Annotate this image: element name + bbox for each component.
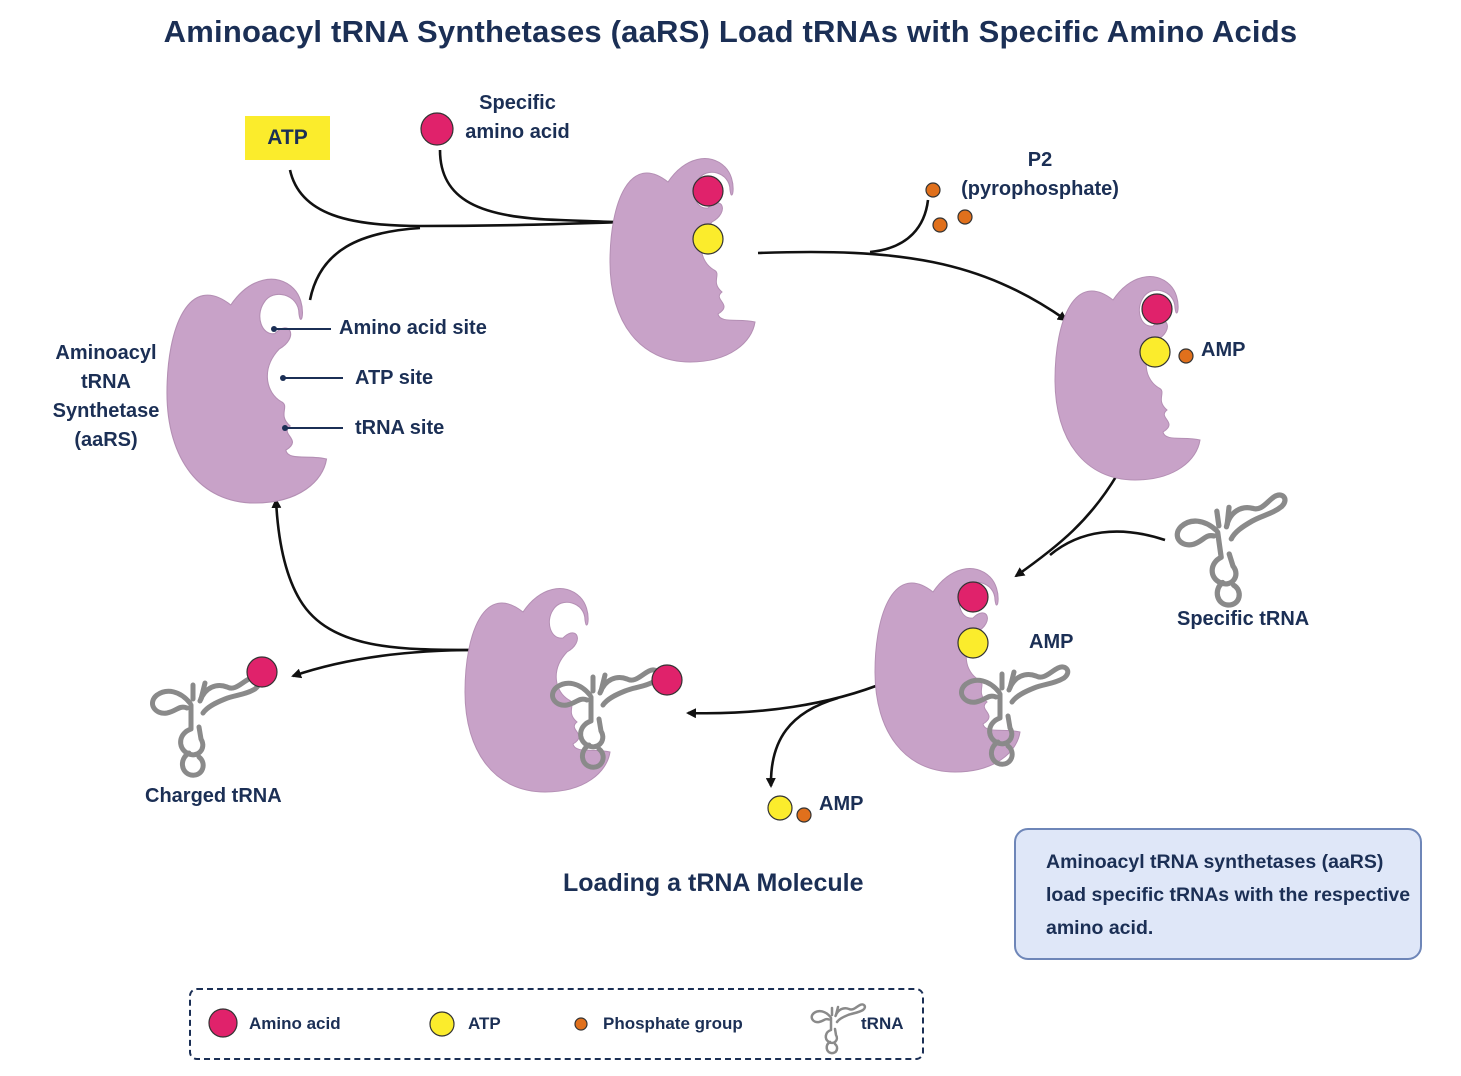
summary-note: Aminoacyl tRNA synthetases (aaRS) load s… xyxy=(1014,828,1422,960)
amino-acid-site-label: Amino acid site xyxy=(339,317,487,339)
trna-site-label: tRNA site xyxy=(355,417,445,439)
arrow-amino-acid-in xyxy=(438,149,624,227)
legend-amino-acid-dot xyxy=(208,1008,238,1038)
page-title: Aminoacyl tRNA Synthetases (aaRS) Load t… xyxy=(163,14,1298,49)
enzyme-label-line1: Aminoacyl xyxy=(55,342,157,364)
specific-trna-icon xyxy=(1174,494,1299,611)
arrow-atp-in xyxy=(288,169,623,228)
atp-site-label: ATP site xyxy=(355,367,434,389)
charged-trna-icon xyxy=(152,678,258,775)
amp-label-stage2: AMP xyxy=(1201,339,1246,361)
legend-phosphate-dot xyxy=(574,1017,588,1031)
pyrophosphate-dot-2 xyxy=(932,217,948,233)
aars-enzyme-free xyxy=(166,278,328,504)
amino-acid-input-line1: Specific xyxy=(479,92,556,114)
pyrophosphate-label: P2 (pyrophosphate) xyxy=(950,146,1130,204)
amp-released-label: AMP xyxy=(819,793,864,815)
arrow-pyrophosphate-out xyxy=(869,199,930,254)
arrow-return-to-aars xyxy=(271,498,477,652)
diagram-subtitle: Loading a tRNA Molecule xyxy=(563,869,864,897)
legend-phosphate-label: Phosphate group xyxy=(603,1014,743,1033)
aars-enzyme-stage1 xyxy=(609,158,756,363)
atp-input-box: ATP xyxy=(245,116,330,160)
legend-atp-dot xyxy=(429,1011,455,1037)
amp-atp-bound-stage2 xyxy=(1139,336,1171,368)
amp-released-atp-dot xyxy=(767,795,793,821)
amino-acid-input-label: Specific amino acid xyxy=(455,89,580,147)
amino-acid-input-line2: amino acid xyxy=(465,121,570,143)
pyrophosphate-dot-1 xyxy=(925,182,941,198)
legend-amino-acid-label: Amino acid xyxy=(249,1014,341,1033)
arrow-stage3-to-stage4 xyxy=(686,680,887,719)
legend-atp-label: ATP xyxy=(468,1014,501,1033)
atp-input-label: ATP xyxy=(267,126,308,149)
trna-site-marker xyxy=(282,425,288,431)
amino-acid-bound-stage1 xyxy=(692,175,724,207)
charged-trna-amino-acid xyxy=(246,656,278,688)
amino-acid-bound-stage2 xyxy=(1141,293,1173,325)
enzyme-label-line2: tRNA xyxy=(81,371,131,393)
pyrophosphate-line1: P2 xyxy=(1027,149,1053,171)
pyrophosphate-line2: (pyrophosphate) xyxy=(961,178,1119,200)
amp-phosphate-stage2 xyxy=(1178,348,1194,364)
arrow-aars-to-stage1 xyxy=(308,226,421,301)
atp-bound-stage1 xyxy=(692,223,724,255)
amp-label-stage3: AMP xyxy=(1029,631,1074,653)
arrow-stage2-to-stage3 xyxy=(1014,474,1119,578)
enzyme-label: Aminoacyl tRNA Synthetase (aaRS) xyxy=(40,339,172,455)
arrow-amp-out xyxy=(765,696,839,788)
arrow-trna-in xyxy=(1049,530,1166,556)
amino-acid-input-dot xyxy=(420,112,454,146)
charged-trna-label: Charged tRNA xyxy=(145,785,282,807)
enzyme-label-line3: Synthetase xyxy=(52,400,160,422)
amino-acid-on-trna-stage4 xyxy=(651,664,683,696)
arrow-charged-trna-out xyxy=(291,648,477,679)
amp-released-phosphate-dot xyxy=(796,807,812,823)
pyrophosphate-dot-3 xyxy=(957,209,973,225)
amino-acid-bound-stage3 xyxy=(957,581,989,613)
enzyme-label-line4: (aaRS) xyxy=(74,429,138,451)
arrow-stage1-to-stage2 xyxy=(757,250,1068,322)
aars-enzyme-stage2 xyxy=(1054,276,1201,481)
legend-trna-label: tRNA xyxy=(861,1014,904,1033)
amino-acid-site-marker xyxy=(271,326,277,332)
legend: Amino acid ATP Phosphate group tRNA xyxy=(189,988,924,1060)
summary-note-text: Aminoacyl tRNA synthetases (aaRS) load s… xyxy=(1046,851,1411,939)
amp-atp-bound-stage3 xyxy=(957,627,989,659)
specific-trna-label: Specific tRNA xyxy=(1177,608,1310,630)
atp-site-marker xyxy=(280,375,286,381)
